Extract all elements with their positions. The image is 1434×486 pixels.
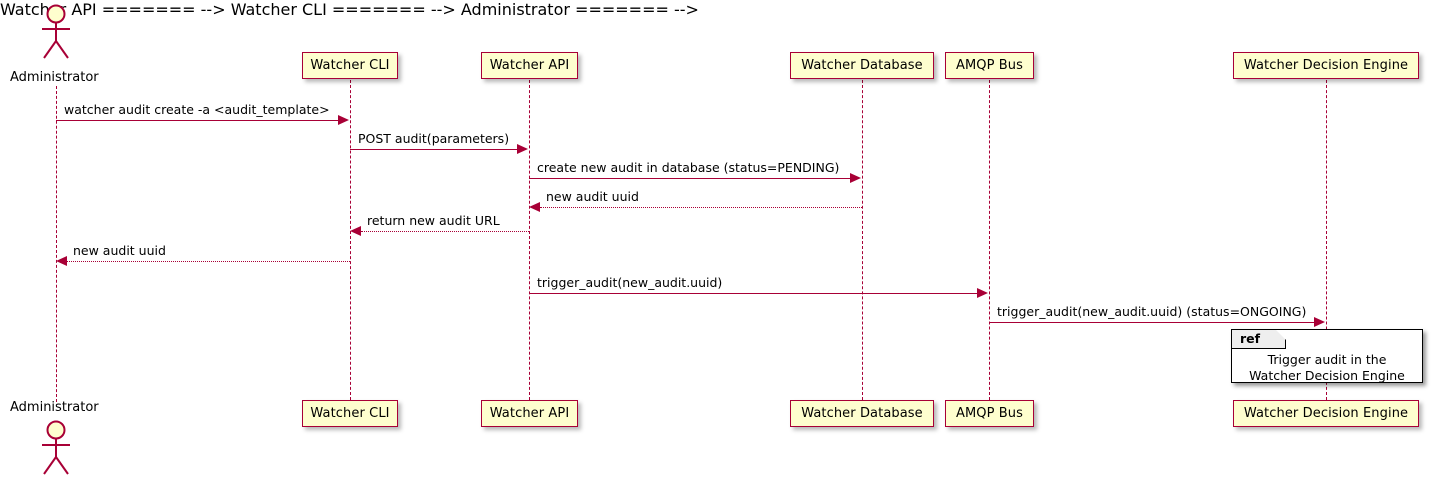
message-line-8 <box>989 322 1315 323</box>
lifeline-watcher-decision-engine <box>1326 80 1327 400</box>
participant-watcher-cli-bottom[interactable]: Watcher CLI <box>302 400 398 427</box>
message-line-4 <box>540 207 862 208</box>
message-label-8: trigger_audit(new_audit.uuid) (status=ON… <box>997 304 1307 319</box>
message-line-5 <box>361 231 529 232</box>
participant-watcher-database-top[interactable]: Watcher Database <box>790 52 934 79</box>
message-label-1: watcher audit create -a <audit_template> <box>64 102 330 117</box>
message-arrowhead-8 <box>1314 317 1325 327</box>
participant-label: Watcher API <box>489 406 570 421</box>
message-label-7: trigger_audit(new_audit.uuid) <box>537 275 723 290</box>
lifeline-amqp-bus <box>989 80 990 400</box>
message-arrowhead-5 <box>350 226 361 236</box>
message-arrowhead-3 <box>850 173 861 183</box>
participant-label: Watcher CLI <box>310 58 390 73</box>
participant-label: Watcher Decision Engine <box>1243 406 1409 421</box>
lifeline-watcher-database <box>862 80 863 400</box>
message-label-6: new audit uuid <box>73 243 166 258</box>
participant-label: Watcher API <box>489 58 570 73</box>
actor-stick-figure-icon <box>42 420 70 475</box>
participant-label: Watcher Database <box>801 406 923 421</box>
ref-fragment[interactable]: ref Trigger audit in the Watcher Decisio… <box>1231 329 1423 383</box>
participant-amqp-bus-top[interactable]: AMQP Bus <box>945 52 1034 79</box>
message-arrowhead-2 <box>517 144 528 154</box>
message-line-2 <box>350 149 518 150</box>
participant-watcher-api-bottom[interactable]: Watcher API <box>481 400 578 427</box>
lifeline-watcher-cli <box>350 80 351 400</box>
message-arrowhead-7 <box>977 288 988 298</box>
ref-fragment-keyword: ref <box>1240 331 1261 346</box>
participant-label: AMQP Bus <box>955 406 1024 421</box>
actor-administrator-bottom <box>31 418 81 476</box>
participant-label: Watcher Database <box>801 58 923 73</box>
actor-administrator-top <box>31 2 81 60</box>
participant-watcher-api-top[interactable]: Watcher API <box>481 52 578 79</box>
message-label-2: POST audit(parameters) <box>358 131 510 146</box>
participant-watcher-decision-engine-top[interactable]: Watcher Decision Engine <box>1233 52 1419 79</box>
participant-label: AMQP Bus <box>955 58 1024 73</box>
participant-watcher-database-bottom[interactable]: Watcher Database <box>790 400 934 427</box>
message-arrowhead-6 <box>56 256 67 266</box>
ref-fragment-line-1: Trigger audit in the <box>1267 352 1387 367</box>
participant-label: Watcher Decision Engine <box>1243 58 1409 73</box>
actor-label-administrator-top: Administrator <box>10 70 99 85</box>
message-label-4: new audit uuid <box>546 189 639 204</box>
participant-watcher-decision-engine-bottom[interactable]: Watcher Decision Engine <box>1233 400 1419 427</box>
ref-fragment-tab <box>1232 330 1286 349</box>
message-label-5: return new audit URL <box>367 213 500 228</box>
participant-label: Watcher CLI <box>310 406 390 421</box>
actor-stick-figure-icon <box>42 4 70 59</box>
message-arrowhead-4 <box>529 202 540 212</box>
message-line-6 <box>67 261 350 262</box>
lifeline-administrator <box>56 86 57 402</box>
participant-watcher-cli-top[interactable]: Watcher CLI <box>302 52 398 79</box>
message-label-3: create new audit in database (status=PEN… <box>537 160 840 175</box>
message-arrowhead-1 <box>338 115 349 125</box>
message-line-1 <box>56 120 339 121</box>
message-line-3 <box>529 178 851 179</box>
ref-fragment-body: Trigger audit in the Watcher Decision En… <box>1232 352 1422 384</box>
message-line-7 <box>529 293 978 294</box>
ref-fragment-line-2: Watcher Decision Engine <box>1249 368 1405 383</box>
lifeline-watcher-api <box>529 80 530 400</box>
participant-amqp-bus-bottom[interactable]: AMQP Bus <box>945 400 1034 427</box>
actor-label-administrator-bottom: Administrator <box>10 400 99 415</box>
